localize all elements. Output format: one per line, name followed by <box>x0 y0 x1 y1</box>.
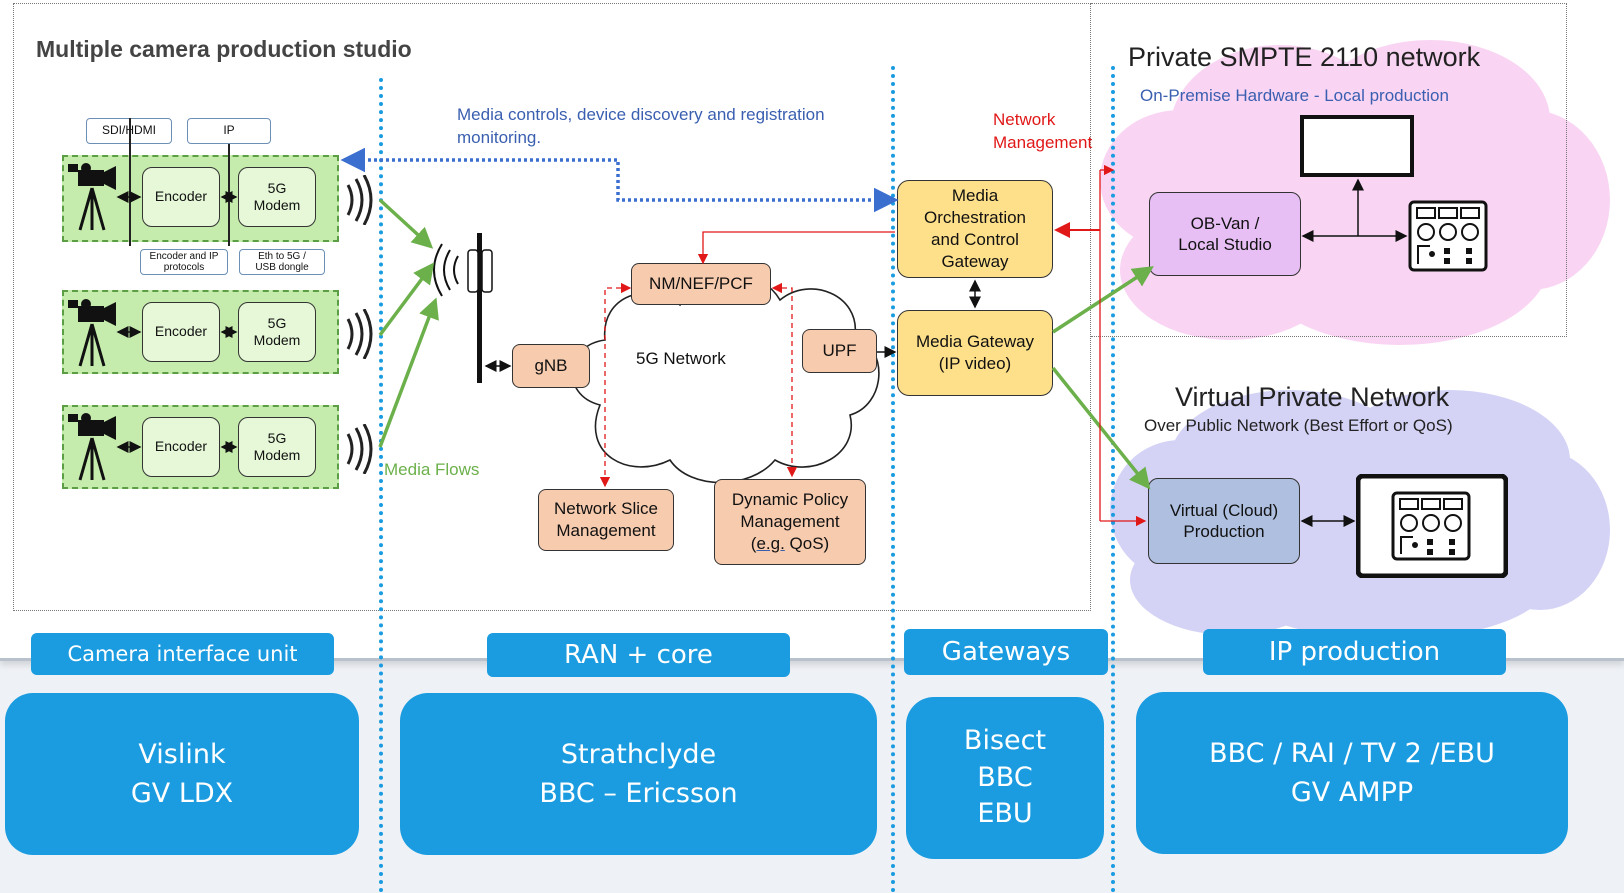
separator-3 <box>1111 66 1115 893</box>
encoder-box-3: Encoder <box>142 417 220 477</box>
partners-ip: BBC / RAI / TV 2 /EBU GV AMPP <box>1136 692 1568 854</box>
policy-main-text: Dynamic Policy Management <box>731 489 849 531</box>
policy-qos-line: (e.g. QoS) <box>750 534 830 554</box>
modem-box-2: 5G Modem <box>238 302 316 362</box>
vpn-subtitle: Over Public Network (Best Effort or QoS) <box>1144 416 1453 435</box>
partner-gv-ldx: GV LDX <box>130 778 234 809</box>
encoder-box-1: Encoder <box>142 167 220 227</box>
control-panel-icon <box>1408 200 1488 272</box>
category-camera-interface: Camera interface unit <box>31 633 334 675</box>
sdi-line <box>129 118 131 246</box>
partner-bbc-ericsson: BBC – Ericsson <box>539 778 738 809</box>
wireless-icon <box>346 424 373 474</box>
policy-eg-text: e.g. <box>756 534 785 554</box>
cloud-production-box: Virtual (Cloud) Production <box>1148 478 1300 564</box>
partner-ebu: EBU <box>977 798 1033 830</box>
monitor-icon <box>1300 115 1414 177</box>
media-gateway-box: Media Gateway (IP video) <box>897 310 1053 396</box>
modem-box-3: 5G Modem <box>238 417 316 477</box>
separator-2 <box>891 66 895 893</box>
gnb-box: gNB <box>512 344 590 388</box>
private-network-title: Private SMPTE 2110 network <box>1128 42 1481 72</box>
modem-box-1: 5G Modem <box>238 167 316 227</box>
5g-network-label: 5G Network <box>636 349 726 368</box>
vpn-title: Virtual Private Network <box>1175 382 1450 412</box>
network-management-label: Network Management <box>993 110 1093 152</box>
encoder-box-2: Encoder <box>142 302 220 362</box>
camera-icon <box>68 163 116 231</box>
wireless-icon <box>346 309 373 359</box>
media-flows-label: Media Flows <box>384 460 480 479</box>
private-network-frame <box>1091 3 1567 337</box>
private-network-subtitle: On-Premise Hardware - Local production <box>1140 86 1449 105</box>
partner-vislink: Vislink <box>138 738 226 770</box>
partner-bbc: BBC <box>977 761 1033 793</box>
studio-title: Multiple camera production studio <box>36 36 412 62</box>
partner-broadcasters: BBC / RAI / TV 2 /EBU <box>1209 737 1495 769</box>
media-controls-label: Media controls, device discovery and reg… <box>457 105 825 147</box>
eth-dongle-tag: Eth to 5G / USB dongle <box>239 249 325 275</box>
partner-bisect: Bisect <box>963 725 1047 757</box>
encoder-protocols-tag: Encoder and IP protocols <box>140 249 228 275</box>
orchestration-gateway-box: Media Orchestration and Control Gateway <box>897 180 1053 278</box>
separator-1 <box>379 78 383 893</box>
camera-icon <box>68 299 116 367</box>
network-slice-box: Network Slice Management <box>538 489 674 551</box>
ob-van-box: OB-Van / Local Studio <box>1149 192 1301 276</box>
tablet-control-panel-icon <box>1356 474 1508 578</box>
ip-tag: IP <box>187 118 271 144</box>
category-gateways: Gateways <box>904 629 1108 675</box>
camera-icon <box>68 413 116 481</box>
partner-gv-ampp: GV AMPP <box>1290 777 1414 808</box>
policy-qos-text: QoS) <box>784 534 830 554</box>
upf-box: UPF <box>802 329 877 373</box>
partner-strathclyde: Strathclyde <box>560 738 717 770</box>
partners-camera: Vislink GV LDX <box>5 693 359 855</box>
dynamic-policy-box: Dynamic Policy Management (e.g. QoS) <box>714 479 866 565</box>
partners-gateways: Bisect BBC EBU <box>906 697 1104 859</box>
category-ip-production: IP production <box>1203 629 1506 675</box>
partners-ran: Strathclyde BBC – Ericsson <box>400 693 877 855</box>
category-ran-core: RAN + core <box>487 633 790 677</box>
